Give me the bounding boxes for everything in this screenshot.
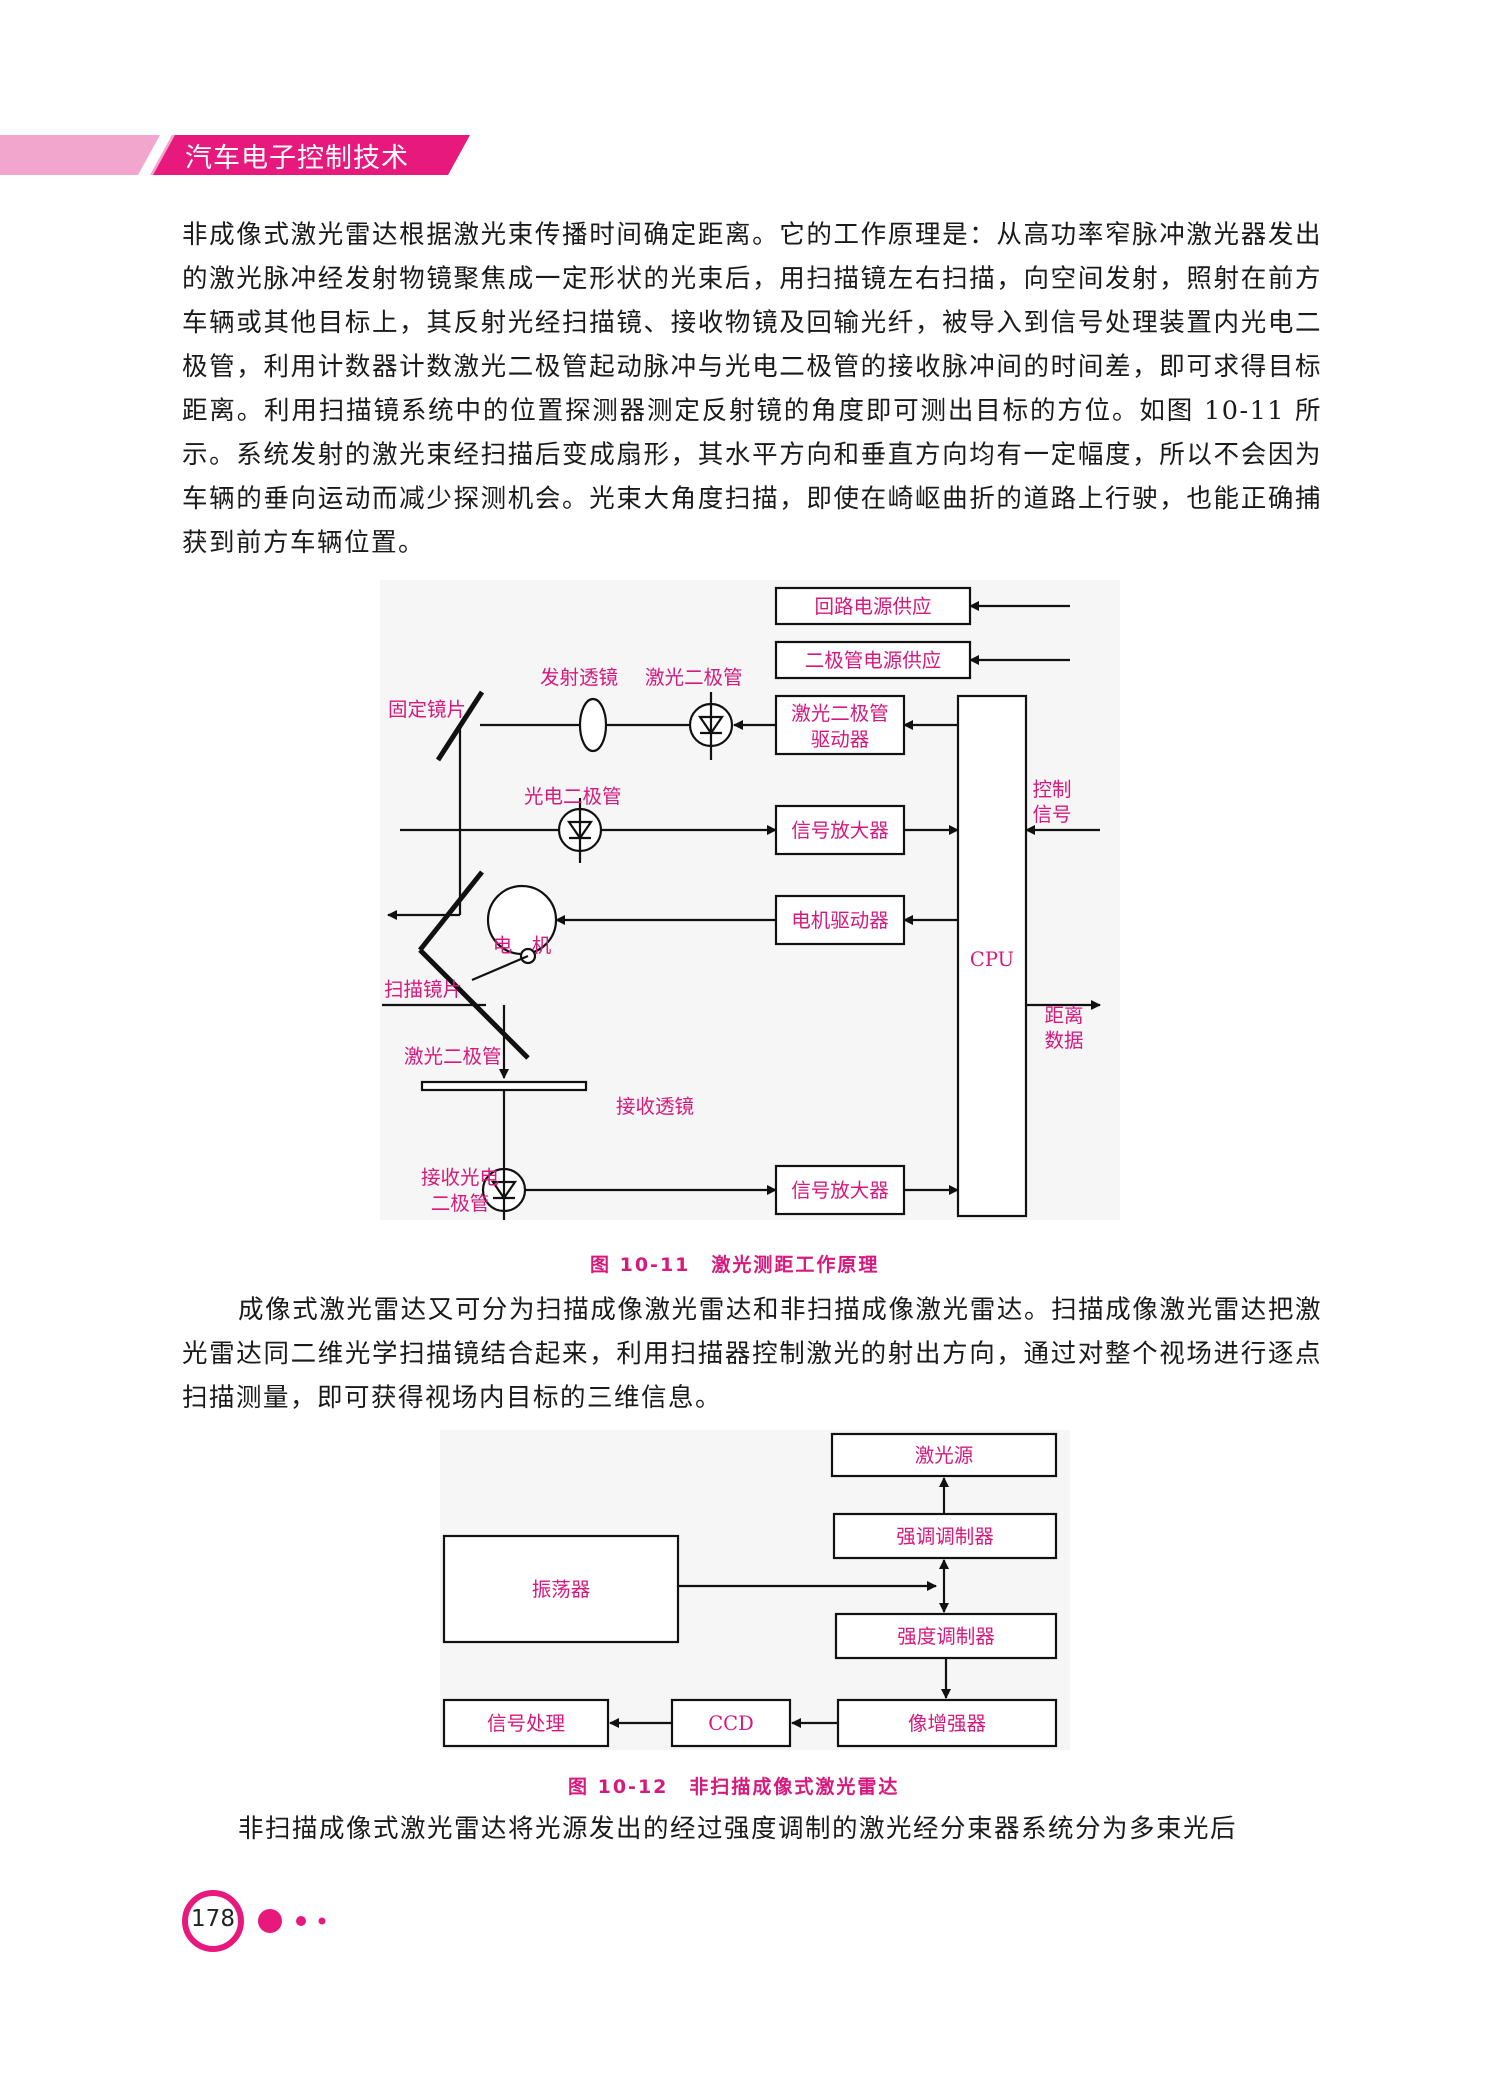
label-ld-driver-1: 激光二极管 (791, 702, 889, 725)
label-laser-source: 激光源 (915, 1444, 974, 1467)
figure-10-11-caption: 图 10-11 激光测距工作原理 (590, 1254, 880, 1276)
label-strength-modulator: 强度调制器 (897, 1625, 995, 1648)
paragraph-2-text: 成像式激光雷达又可分为扫描成像激光雷达和非扫描成像激光雷达。扫描成像激光雷达把激… (182, 1295, 1322, 1413)
label-motor-driver: 电机驱动器 (791, 909, 889, 932)
label-fixed-mirror: 固定镜片 (388, 698, 466, 721)
label-recv-pd-2: 二极管 (431, 1192, 490, 1215)
page-number: 178 (191, 1906, 235, 1932)
paragraph-3: 非扫描成像式激光雷达将光源发出的经过强度调制的激光经分束器系统分为多束光后 (182, 1807, 1322, 1851)
label-signal-amp-1: 信号放大器 (791, 819, 889, 842)
figure-10-11-diagram: 回路电源供应 二极管电源供应 固定镜片 发射透镜 激光二极管 激光二极管 驱动器… (380, 580, 1120, 1220)
label-control-2: 信号 (1032, 803, 1071, 826)
paragraph-1: 非成像式激光雷达根据激光束传播时间确定距离。它的工作原理是：从高功率窄脉冲激光器… (182, 213, 1322, 565)
label-laser-diode-left: 激光二极管 (404, 1045, 502, 1068)
label-recv-pd-1: 接收光电 (421, 1166, 499, 1189)
page-dots-icon (258, 1909, 326, 1933)
paragraph-3-text: 非扫描成像式激光雷达将光源发出的经过强度调制的激光经分束器系统分为多束光后 (238, 1814, 1238, 1844)
figure-10-12-diagram: 激光源 强调调制器 振荡器 强度调制器 像增强器 CCD 信号处理 (440, 1430, 1070, 1750)
label-distance-1: 距离 (1044, 1004, 1083, 1027)
label-loop-power: 回路电源供应 (814, 595, 931, 618)
label-motor: 电 机 (493, 934, 552, 957)
label-ccd: CCD (708, 1712, 753, 1735)
label-distance-2: 数据 (1044, 1029, 1083, 1052)
figure-10-12-caption: 图 10-12 非扫描成像式激光雷达 (568, 1776, 900, 1798)
label-scan-mirror: 扫描镜片 (384, 978, 462, 1001)
label-intensity-modulator: 强调调制器 (896, 1525, 994, 1548)
page-number-badge (182, 1890, 244, 1952)
label-signal-amp-2: 信号放大器 (791, 1179, 889, 1202)
paragraph-1-text: 非成像式激光雷达根据激光束传播时间确定距离。它的工作原理是：从高功率窄脉冲激光器… (182, 220, 1322, 558)
header-band (0, 135, 470, 175)
label-signal-processing: 信号处理 (487, 1712, 565, 1735)
label-diode-power: 二极管电源供应 (805, 649, 942, 672)
paragraph-2: 成像式激光雷达又可分为扫描成像激光雷达和非扫描成像激光雷达。扫描成像激光雷达把激… (182, 1288, 1322, 1420)
label-laser-diode-top: 激光二极管 (645, 666, 743, 689)
label-image-intensifier: 像增强器 (908, 1712, 986, 1735)
label-emit-lens: 发射透镜 (540, 666, 618, 689)
header-title: 汽车电子控制技术 (185, 143, 409, 174)
label-ld-driver-2: 驱动器 (811, 728, 870, 751)
label-control-1: 控制 (1032, 778, 1071, 801)
label-cpu: CPU (970, 948, 1014, 971)
label-recv-lens: 接收透镜 (616, 1095, 694, 1118)
label-oscillator: 振荡器 (532, 1578, 591, 1601)
label-photodiode: 光电二极管 (524, 785, 622, 808)
